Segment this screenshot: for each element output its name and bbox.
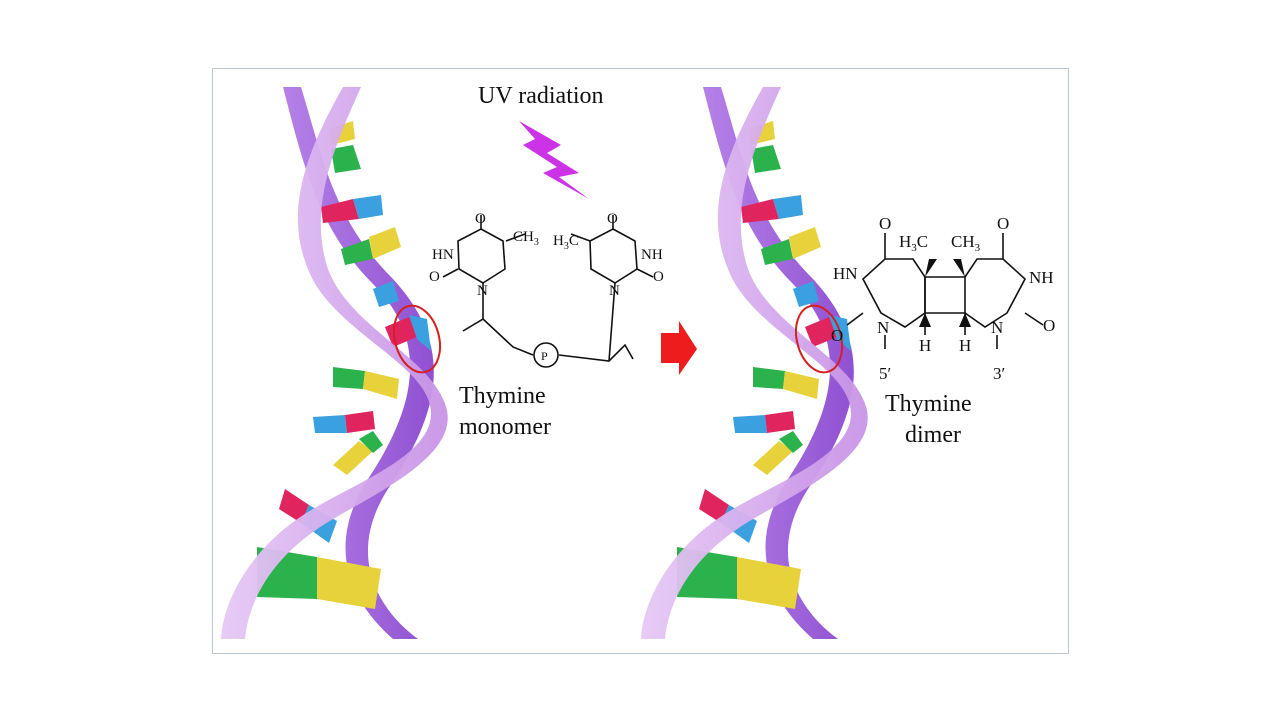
atom-n-left-dimer: N xyxy=(877,318,889,337)
monomer-label-line2: monomer xyxy=(459,414,551,440)
base-pairs-right xyxy=(677,121,851,609)
atom-nh-right: NH xyxy=(641,247,663,263)
monomer-label-line1: Thymine xyxy=(459,383,546,409)
dimer-label-line2: dimer xyxy=(905,422,961,448)
atom-o-right: O xyxy=(653,269,664,285)
atom-n-left: N xyxy=(477,283,488,299)
right-arrow-icon xyxy=(661,321,697,375)
strand-front-left xyxy=(221,87,448,639)
atom-n-right-dimer: N xyxy=(991,318,1003,337)
atom-o-left: O xyxy=(429,269,440,285)
atom-h3c-dimer: H3C xyxy=(899,232,928,254)
lightning-bolt-icon xyxy=(519,121,589,199)
highlight-circle-left xyxy=(392,304,442,374)
prime-3-label: 3′ xyxy=(993,364,1005,383)
atom-h-left-dimer: H xyxy=(919,336,931,355)
strand-back-left xyxy=(283,87,434,639)
dna-helix-right xyxy=(641,87,868,639)
atom-ch3-dimer: CH3 xyxy=(951,232,981,254)
diagram-artwork: O HN O N CH3 O H3C NH O N P xyxy=(221,87,1055,639)
atom-nh-dimer: NH xyxy=(1029,268,1054,287)
thymine-monomer-structure xyxy=(442,215,654,368)
dimer-atom-labels: O O H3C CH3 HN NH O O N N H H 5′ 3′ xyxy=(831,214,1055,383)
dimer-label-line1: Thymine xyxy=(885,391,972,417)
atom-hn-left: HN xyxy=(432,247,454,263)
uv-radiation-label: UV radiation xyxy=(478,83,604,109)
atom-hn-dimer: HN xyxy=(833,264,858,283)
strand-back-right xyxy=(703,87,854,639)
dimer-wedges xyxy=(919,259,971,327)
monomer-atom-labels: O HN O N CH3 O H3C NH O N P xyxy=(429,211,664,363)
strand-front-right xyxy=(641,87,868,639)
atom-o-left-dimer: O xyxy=(831,326,843,345)
atom-o-top-right-dimer: O xyxy=(997,214,1009,233)
highlight-circle-right xyxy=(794,304,844,374)
atom-o-top-left-dimer: O xyxy=(879,214,891,233)
atom-n-right: N xyxy=(609,283,620,299)
atom-h-right-dimer: H xyxy=(959,336,971,355)
diagram-panel: O HN O N CH3 O H3C NH O N P xyxy=(212,68,1069,654)
atom-ch3-left: CH3 xyxy=(513,229,539,248)
phosphate-label: P xyxy=(541,349,548,363)
atom-o-top-left: O xyxy=(475,211,486,227)
atom-o-top-right: O xyxy=(607,211,618,227)
atom-h3c-right: H3C xyxy=(553,233,579,252)
dna-helix-left xyxy=(221,87,448,639)
prime-5-label: 5′ xyxy=(879,364,891,383)
atom-o-right-dimer: O xyxy=(1043,316,1055,335)
